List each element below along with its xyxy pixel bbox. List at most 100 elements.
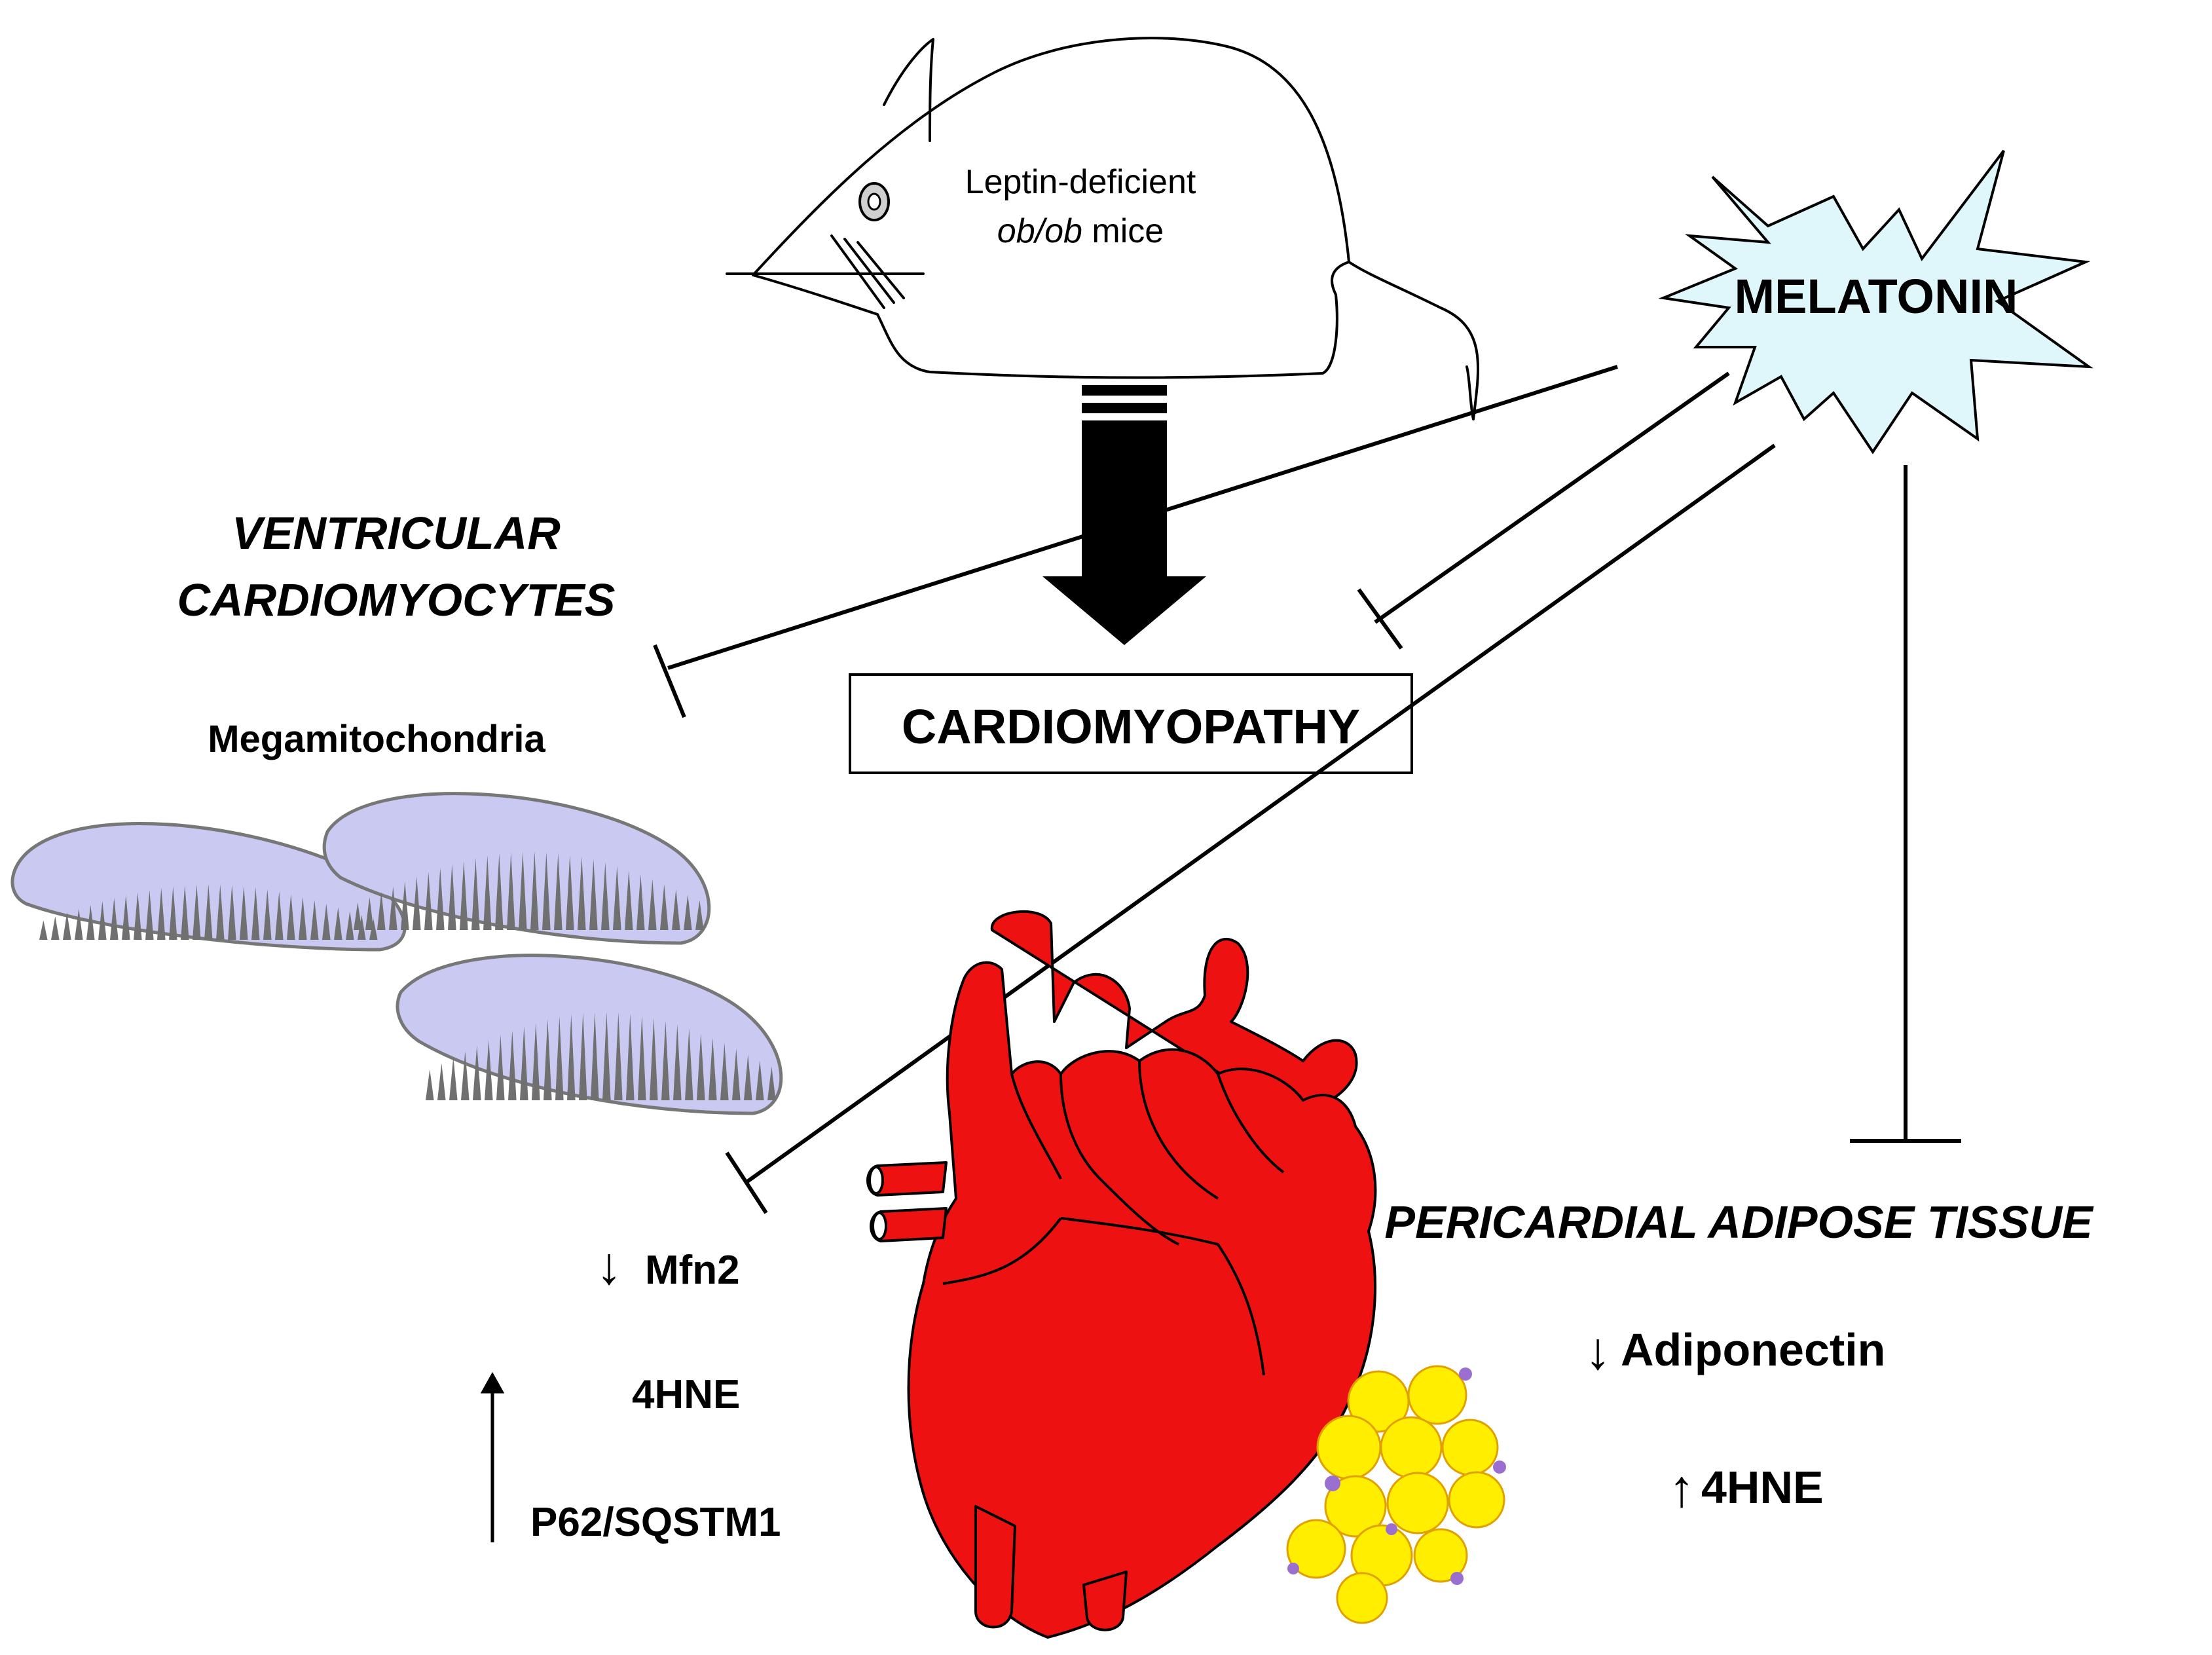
crista-tooth bbox=[767, 1066, 776, 1100]
crista-tooth bbox=[638, 1015, 646, 1100]
crista-tooth bbox=[426, 1069, 434, 1100]
crista-tooth bbox=[322, 903, 331, 940]
adiponectin-down-arrow: ↓ bbox=[1585, 1322, 1611, 1380]
cardiomyopathy-box bbox=[849, 673, 1413, 774]
crista-tooth bbox=[626, 1013, 635, 1100]
crista-tooth bbox=[732, 1049, 741, 1100]
adipose-title: PERICARDIAL ADIPOSE TISSUE bbox=[1384, 1197, 2094, 1248]
crista-tooth bbox=[496, 1035, 505, 1100]
mouse-label-line2: ob/ob mice bbox=[997, 212, 1164, 250]
crista-tooth bbox=[401, 881, 409, 930]
crista-tooth bbox=[625, 870, 633, 930]
crista-tooth bbox=[485, 1040, 493, 1100]
ob-ob-mouse-illustration bbox=[726, 37, 1480, 420]
inhibition-to-cardiomyocytes bbox=[667, 365, 1618, 670]
crista-tooth bbox=[614, 1012, 623, 1100]
megamitochondria-group bbox=[10, 792, 783, 1115]
crista-tooth bbox=[240, 885, 248, 940]
inhibition-bar-cardiomyopathy bbox=[1357, 588, 1403, 650]
crista-tooth bbox=[424, 872, 433, 930]
melatonin-label: MELATONIN bbox=[1734, 269, 2018, 324]
crista-tooth bbox=[566, 854, 574, 930]
inhibition-to-cardiomyopathy bbox=[1374, 371, 1730, 624]
crista-tooth bbox=[709, 1037, 717, 1100]
crista-tooth bbox=[579, 1013, 587, 1100]
crista-tooth bbox=[365, 897, 374, 930]
crista-tooth bbox=[744, 1054, 752, 1100]
mitochondrion-2 bbox=[322, 792, 711, 945]
crista-tooth bbox=[157, 887, 166, 940]
mouse-label-line1: Leptin-deficient bbox=[965, 163, 1196, 201]
crista-tooth bbox=[483, 855, 492, 930]
p62-label: P62/SQSTM1 bbox=[530, 1500, 781, 1545]
inhibition-bar-cardiomyocytes bbox=[653, 644, 686, 718]
crista-tooth bbox=[181, 885, 189, 940]
crista-tooth bbox=[697, 1033, 705, 1100]
mfn2-down-arrow: ↓ bbox=[596, 1237, 622, 1295]
crista-tooth bbox=[169, 886, 177, 940]
crista-tooth bbox=[86, 904, 95, 940]
crista-tooth bbox=[756, 1060, 764, 1100]
mfn2-label: Mfn2 bbox=[645, 1248, 740, 1293]
crista-tooth bbox=[389, 886, 397, 930]
crista-tooth bbox=[530, 851, 539, 930]
crista-tooth bbox=[193, 884, 201, 940]
crista-tooth bbox=[98, 901, 107, 940]
crista-tooth bbox=[532, 1022, 540, 1100]
cardiomyopathy-label: CARDIOMYOPATHY bbox=[902, 699, 1360, 754]
crista-tooth bbox=[636, 874, 645, 930]
crista-tooth bbox=[251, 887, 260, 940]
inhibition-to-mfn2 bbox=[745, 443, 1776, 1184]
crista-tooth bbox=[589, 859, 598, 930]
pericardial-fat-cluster bbox=[1286, 1365, 1506, 1624]
crista-tooth bbox=[685, 1028, 693, 1100]
crista-tooth bbox=[508, 1030, 517, 1100]
crista-tooth bbox=[471, 857, 480, 930]
crista-tooth bbox=[436, 868, 445, 930]
crista-tooth bbox=[648, 879, 657, 930]
crista-tooth bbox=[661, 1020, 670, 1100]
mitochondrion-3 bbox=[396, 954, 783, 1115]
crista-tooth bbox=[672, 889, 680, 930]
megamitochondria-label: Megamitochondria bbox=[208, 718, 545, 760]
crista-tooth bbox=[520, 1026, 528, 1100]
crista-tooth bbox=[310, 900, 319, 940]
crista-tooth bbox=[346, 911, 354, 940]
crista-tooth bbox=[673, 1024, 682, 1100]
crista-tooth bbox=[287, 894, 295, 940]
heart-illustration bbox=[866, 910, 1377, 1639]
crista-tooth bbox=[542, 851, 551, 930]
cardiomyocytes-title-line1: VENTRICULAR bbox=[232, 508, 561, 559]
crista-tooth bbox=[544, 1018, 552, 1100]
crista-tooth bbox=[228, 885, 236, 940]
mouse-strain-italic: ob/ob bbox=[997, 212, 1082, 250]
crista-tooth bbox=[216, 884, 225, 940]
crista-tooth bbox=[448, 864, 456, 930]
crista-tooth bbox=[145, 889, 154, 940]
crista-tooth bbox=[591, 1012, 599, 1100]
crista-tooth bbox=[495, 853, 504, 930]
crista-tooth bbox=[299, 897, 307, 940]
adiponectin-label: Adiponectin bbox=[1621, 1324, 1885, 1375]
mouse-strain-rest: mice bbox=[1082, 212, 1164, 250]
crista-tooth bbox=[507, 852, 515, 930]
crista-tooth bbox=[275, 891, 284, 940]
adipose-4hne-up-arrow: ↑ bbox=[1668, 1459, 1695, 1517]
crista-tooth bbox=[578, 856, 586, 930]
crista-tooth bbox=[204, 884, 213, 940]
cardiomyocytes-title-line2: CARDIOMYOCYTES bbox=[177, 574, 616, 625]
crista-tooth bbox=[554, 853, 562, 930]
melatonin-starburst bbox=[1658, 149, 2093, 455]
crista-tooth bbox=[354, 902, 362, 930]
adipose-4hne-label: 4HNE bbox=[1701, 1462, 1824, 1513]
crista-tooth bbox=[75, 908, 83, 940]
up-arrow-4hne-p62 bbox=[480, 1371, 505, 1542]
mitochondrion-1 bbox=[10, 822, 407, 952]
crista-tooth bbox=[122, 895, 130, 940]
crista-tooth bbox=[449, 1057, 458, 1100]
crista-tooth bbox=[110, 898, 119, 940]
crista-tooth bbox=[334, 907, 342, 940]
crista-tooth bbox=[601, 862, 610, 930]
crista-tooth bbox=[650, 1017, 658, 1100]
crista-tooth bbox=[39, 920, 48, 940]
